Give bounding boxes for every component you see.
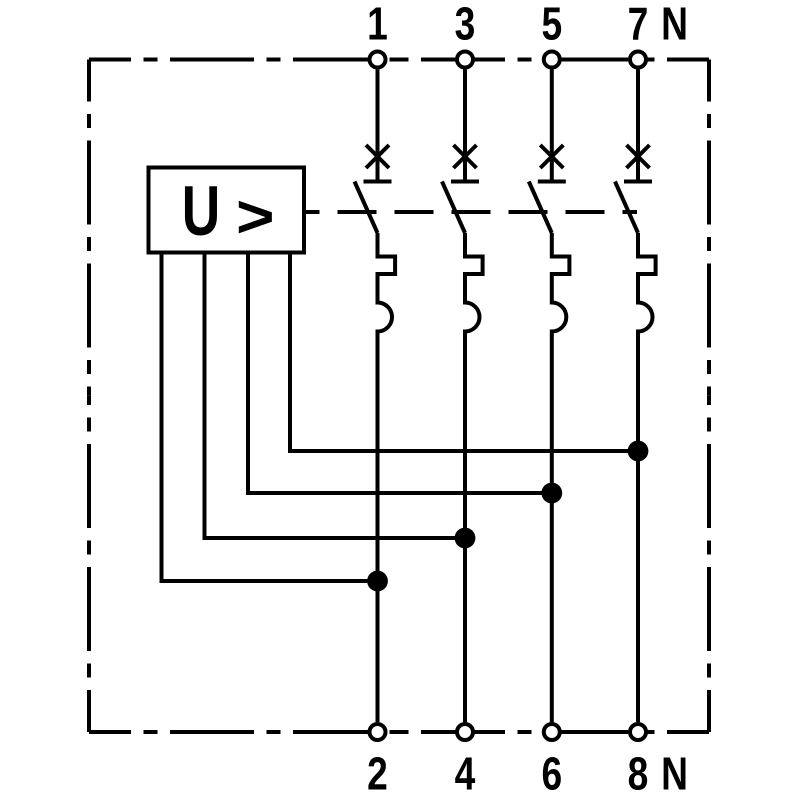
svg-text:7: 7 — [628, 0, 649, 49]
svg-text:>: > — [236, 184, 275, 251]
svg-text:5: 5 — [541, 0, 562, 49]
svg-text:3: 3 — [455, 0, 476, 49]
svg-text:4: 4 — [455, 747, 476, 799]
svg-text:6: 6 — [541, 747, 562, 799]
svg-text:2: 2 — [367, 747, 388, 799]
svg-text:N: N — [661, 0, 688, 49]
svg-text:8: 8 — [628, 747, 649, 799]
svg-text:1: 1 — [367, 0, 388, 49]
svg-text:U: U — [182, 172, 220, 251]
svg-text:N: N — [661, 747, 688, 799]
